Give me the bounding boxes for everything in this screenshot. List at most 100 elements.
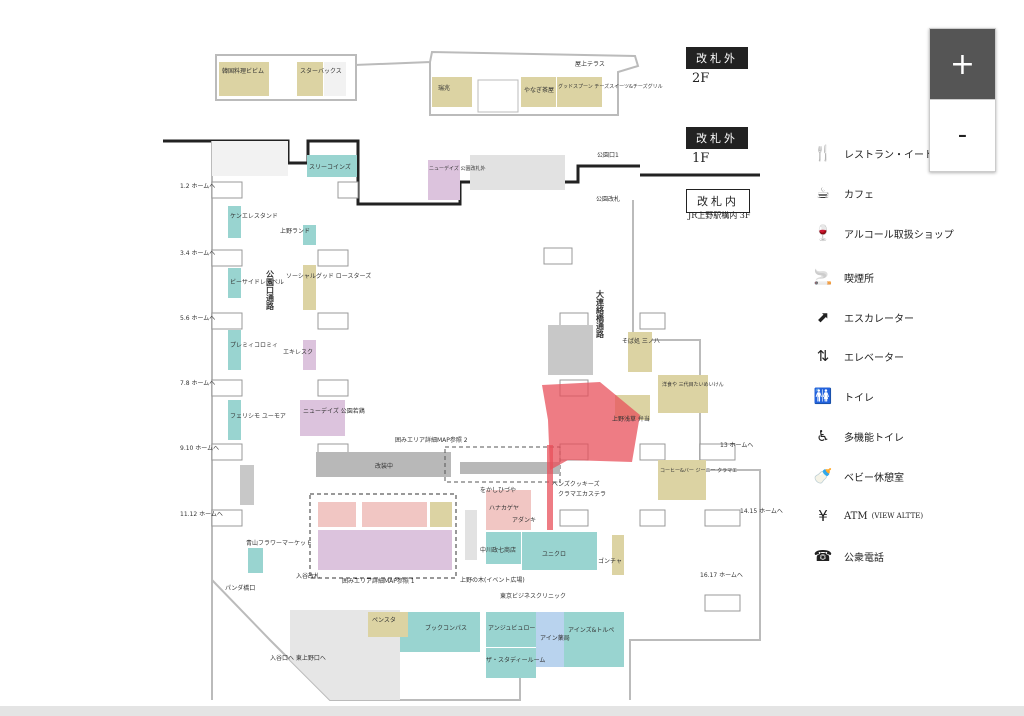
label-home-1112: 11.12 ホームへ: [180, 511, 223, 518]
floor-1f-label: 1F: [692, 151, 710, 166]
toilet-icon: 🚻: [813, 387, 833, 405]
legend-item: 🍷アルコール取扱ショップ: [812, 222, 1012, 244]
label-okashi: をかしひづや: [480, 486, 516, 494]
floor-2f-label: 2F: [692, 71, 710, 86]
label-home-34: 3.4 ホームへ: [180, 250, 215, 257]
gate-out-2f-badge: 改札外: [686, 47, 748, 69]
shop-hanakageya[interactable]: [486, 490, 531, 530]
label-starbucks: スターバックス: [300, 67, 342, 75]
label-hanakageya: ハナカゲヤ: [489, 504, 519, 512]
label-bookcompass: ブックコンパス: [425, 624, 467, 632]
elevator-icon: ⇅: [816, 347, 830, 365]
label-park-gate: 公園改札: [596, 195, 620, 203]
shop-pensta[interactable]: [368, 612, 408, 637]
gate-in-badge: 改札内: [686, 189, 750, 213]
label-3coins: スリーコインズ: [309, 163, 351, 171]
shop-kenele[interactable]: [228, 206, 241, 238]
label-home-910: 9.10 ホームへ: [180, 445, 219, 452]
zoom-out-button[interactable]: -: [930, 99, 995, 170]
label-uniqlo: ユニクロ: [542, 551, 566, 558]
zoom-in-button[interactable]: +: [930, 29, 995, 99]
label-ekiresk: エキレスク: [283, 349, 313, 356]
legend-label: ベビー休憩室: [844, 472, 904, 484]
label-home-78: 7.8 ホームへ: [180, 380, 215, 387]
label-construction: 改装中: [375, 462, 393, 470]
shop-ain-pharmacy[interactable]: [536, 612, 564, 667]
label-ainz: アインズ&トルペ: [568, 626, 614, 634]
label-area-ref-2: 囲みエリア詳細MAP参照 2: [395, 436, 468, 444]
label-gongcha: ゴンチャ: [598, 557, 622, 565]
escalator-icon: ⬈: [816, 308, 830, 326]
shop-ange[interactable]: [486, 612, 536, 647]
label-clinic: 東京ビジネスクリニック: [500, 592, 566, 600]
gate-out-1f-badge: 改札外: [686, 127, 748, 149]
label-area-ref-1: 囲みエリア詳細MAP参照 1: [342, 577, 415, 585]
block-center-east: [548, 325, 593, 375]
label-home-13: 13 ホームへ: [720, 442, 753, 449]
label-iriya-gate: 入谷改札: [296, 572, 320, 580]
shop-soba[interactable]: [628, 332, 652, 372]
shop-beside-label[interactable]: [228, 268, 241, 298]
shop-study-room[interactable]: [486, 648, 536, 678]
legend-item: ⇅エレベーター: [812, 345, 1012, 367]
shop-starbucks[interactable]: [297, 62, 323, 96]
baby-room-icon: 🍼: [813, 467, 833, 485]
shop-goodspoon[interactable]: [557, 77, 602, 107]
label-kuramae: クラマエカステラ: [558, 491, 606, 498]
legend-item: ☎公衆電話: [812, 545, 1012, 567]
location-highlight[interactable]: [542, 382, 640, 470]
shop-coffee-bar[interactable]: [658, 460, 706, 500]
construction-area-2: [460, 462, 560, 474]
label-newdays-wakatori: ニューデイズ 公園若鶏: [303, 407, 365, 415]
label-soba: そば処 三ノ八: [622, 337, 660, 345]
label-yanagi: やなぎ茶屋: [524, 86, 554, 94]
shop-yanagi[interactable]: [521, 77, 556, 107]
shop-bookcompass[interactable]: [400, 612, 480, 652]
pillar-west: [240, 465, 254, 505]
shop-ekiresk[interactable]: [303, 340, 316, 370]
detail-area-2[interactable]: [444, 446, 561, 483]
label-park-path: 公園口通路: [265, 270, 275, 311]
shop-3coins[interactable]: [307, 155, 357, 177]
shop-ainz[interactable]: [564, 612, 624, 667]
shop-nakagawa[interactable]: [486, 532, 521, 564]
label-felissimo: フェリシモ ユーモア: [230, 413, 286, 420]
shop-bibimu[interactable]: [219, 62, 269, 96]
label-bens: ベンズクッキーズ: [552, 480, 600, 488]
legend-label: エスカレーター: [844, 313, 914, 325]
toilet-1f: [212, 141, 288, 176]
bottom-scrollbar[interactable]: [0, 706, 1024, 716]
legend-label: 多機能トイレ: [844, 432, 904, 444]
shop-gongcha[interactable]: [612, 535, 624, 575]
shop-newdays-park[interactable]: [428, 160, 460, 200]
label-zuicho: 瑞兆: [438, 84, 450, 92]
shop-taimeiken[interactable]: [658, 375, 708, 413]
restaurant-icon: 🍴: [813, 144, 833, 162]
label-home-12: 1.2 ホームへ: [180, 183, 215, 190]
shop-uniqlo[interactable]: [522, 532, 597, 570]
label-newdays-park: ニューデイズ 公園改札外: [429, 165, 485, 172]
legend-item: 🚬喫煙所: [812, 266, 1012, 288]
shop-zuicho[interactable]: [432, 77, 472, 107]
shop-newdays-wakatori[interactable]: [300, 400, 345, 436]
label-park-exit: 公園口1: [597, 152, 619, 159]
shop-felissimo[interactable]: [228, 400, 241, 440]
label-social-good: ソーシャルグッド ロースターズ: [286, 272, 371, 280]
shop-ueno-land[interactable]: [303, 225, 316, 245]
jr-ueno-label: JR上野駅構内 3F: [688, 211, 751, 220]
detail-area-1[interactable]: [309, 493, 457, 579]
shop-aoyama-flower[interactable]: [248, 548, 263, 573]
elevator-2f: [477, 79, 519, 113]
label-ange: アンジュビュロー: [488, 624, 535, 632]
label-kenele: ケンエレスタンド: [230, 212, 278, 220]
label-ueno-land: 上野ランド: [280, 227, 310, 235]
legend-label: レストラン・イート: [844, 149, 934, 161]
legend-label-small: (VIEW ALTTE): [871, 512, 924, 520]
legend-item: ⬈ エスカレーター: [812, 306, 1012, 328]
phone-icon: ☎: [813, 547, 833, 565]
label-home-1415: 14.15 ホームへ: [740, 508, 783, 515]
label-goodspoon: グッドスプーン チーズスイーツ&チーズグリル: [558, 83, 663, 90]
shop-social-good[interactable]: [303, 265, 316, 310]
shop-premiy[interactable]: [228, 330, 241, 370]
